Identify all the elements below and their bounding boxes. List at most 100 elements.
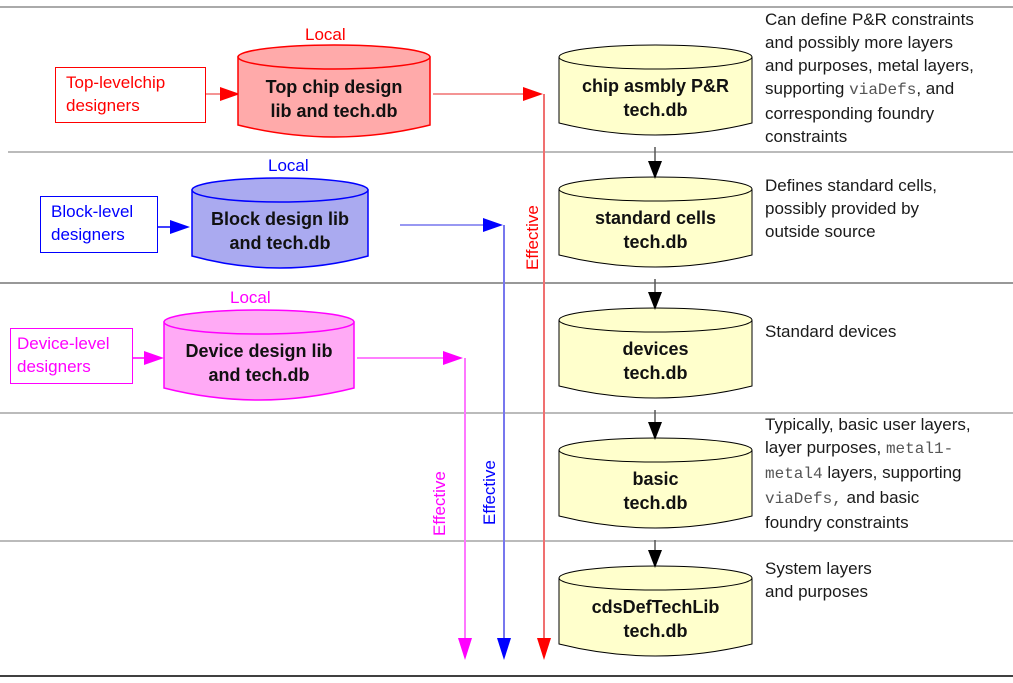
- cylinder-label-line2: and tech.db: [208, 365, 309, 385]
- cylinder-label-line1: cdsDefTechLib: [592, 597, 720, 617]
- note-text: and possibly more layers: [765, 33, 954, 52]
- stack-cylinder-standard-cells[interactable]: standard cells tech.db: [558, 176, 753, 268]
- device-designers-line2: designers: [17, 357, 91, 376]
- cylinder-body: [191, 189, 369, 269]
- cylinder-label-line1: chip asmbly P&R: [582, 76, 729, 96]
- note-line: layer purposes, metal1-: [765, 436, 1013, 461]
- note-text: supporting: [765, 79, 850, 98]
- note-line: metal4 layers, supporting: [765, 461, 1013, 486]
- note-line: and purposes: [765, 580, 1013, 603]
- note-standard-cells: Defines standard cells, possibly provided…: [765, 174, 1013, 243]
- note-text: corresponding foundry: [765, 104, 935, 123]
- top-level-designers-box[interactable]: Top-levelchip designers: [55, 67, 206, 123]
- top-chip-design-lib-cylinder[interactable]: Top chip design lib and tech.db: [237, 44, 431, 138]
- cylinder-body: [237, 56, 431, 138]
- note-line: and purposes, metal layers,: [765, 54, 1013, 77]
- cylinder-label-line2: tech.db: [623, 363, 687, 383]
- note-text: and purposes: [765, 582, 869, 601]
- cylinder-label-line1: devices: [622, 339, 688, 359]
- cylinder-label-line2: tech.db: [623, 621, 687, 641]
- arrow-head-device-down: [458, 638, 472, 660]
- note-text: possibly provided by: [765, 199, 920, 218]
- cylinder-label-line2: lib and tech.db: [270, 101, 397, 121]
- note-line: possibly provided by: [765, 197, 1013, 220]
- note-code-token: viaDefs: [849, 81, 917, 99]
- stack-cylinder-chip-asmbly[interactable]: chip asmbly P&R tech.db: [558, 44, 753, 136]
- cylinder-top: [558, 307, 753, 333]
- note-code-token: viaDefs,: [765, 490, 842, 508]
- note-code-token: metal1-: [885, 440, 954, 458]
- arrow-top-designer-to-lib: [205, 87, 240, 101]
- note-text: and purposes, metal layers,: [765, 56, 974, 75]
- cylinder-top: [237, 44, 431, 70]
- device-level-designers-box[interactable]: Device-level designers: [10, 328, 133, 384]
- note-code-token: metal4: [765, 465, 823, 483]
- note-line: outside source: [765, 220, 1013, 243]
- note-line: Standard devices: [765, 320, 1013, 343]
- cylinder-label-line1: Top chip design: [266, 77, 403, 97]
- note-text: Typically, basic user layers,: [765, 415, 971, 434]
- cylinder-label-line2: tech.db: [623, 232, 687, 252]
- note-text: layers, supporting: [822, 463, 962, 482]
- note-text: Standard devices: [765, 322, 897, 341]
- cylinder-top: [558, 176, 753, 202]
- note-text: , and: [916, 79, 955, 98]
- cylinder-body: [558, 449, 753, 529]
- block-level-designers-box[interactable]: Block-level designers: [40, 196, 158, 253]
- block-designers-line2: designers: [51, 225, 125, 244]
- note-text: Can define P&R constraints: [765, 10, 974, 29]
- stack-arrow-head: [648, 422, 662, 440]
- arrow-head-block-down: [497, 638, 511, 660]
- device-designers-line1: Device-level: [17, 334, 110, 353]
- cylinder-label-line1: standard cells: [595, 208, 716, 228]
- local-label-top: Local: [305, 25, 346, 44]
- note-line: System layers: [765, 557, 1013, 580]
- arrow-head-top-down: [537, 638, 551, 660]
- cylinder-body: [558, 188, 753, 268]
- cylinder-label-line2: tech.db: [623, 100, 687, 120]
- note-line: foundry constraints: [765, 511, 1013, 534]
- cylinder-body: [163, 321, 355, 401]
- arrow-head-top-horizontal: [523, 87, 543, 101]
- note-text: System layers: [765, 559, 872, 578]
- note-line: Typically, basic user layers,: [765, 413, 1013, 436]
- effective-path-block: [400, 218, 511, 660]
- note-text: Defines standard cells,: [765, 176, 937, 195]
- cylinder-top: [191, 177, 369, 203]
- stack-cylinder-devices[interactable]: devices tech.db: [558, 307, 753, 399]
- device-design-lib-cylinder[interactable]: Device design lib and tech.db: [163, 309, 355, 401]
- stack-arrow-head: [648, 161, 662, 179]
- cylinder-label-line2: and tech.db: [229, 233, 330, 253]
- note-line: Can define P&R constraints: [765, 8, 1013, 31]
- note-line: viaDefs, and basic: [765, 486, 1013, 511]
- note-text: constraints: [765, 127, 848, 146]
- block-designers-line1: Block-level: [51, 202, 134, 221]
- note-line: supporting viaDefs, and: [765, 77, 1013, 102]
- note-line: Defines standard cells,: [765, 174, 1013, 197]
- stack-cylinder-cdsdeftechlib[interactable]: cdsDefTechLib tech.db: [558, 565, 753, 657]
- note-devices: Standard devices: [765, 320, 1013, 343]
- note-line: corresponding foundry: [765, 102, 1013, 125]
- stack-arrow-head: [648, 550, 662, 568]
- cylinder-label-line1: basic: [632, 469, 678, 489]
- note-chip-asmbly: Can define P&R constraints and possibly m…: [765, 8, 1013, 148]
- local-label-device: Local: [230, 288, 271, 307]
- top-designers-line2: designers: [66, 96, 140, 115]
- note-line: and possibly more layers: [765, 31, 1013, 54]
- stack-arrows: [648, 147, 662, 568]
- arrow-head-device-horizontal: [443, 351, 463, 365]
- cylinder-top: [558, 437, 753, 463]
- effective-label-device: Effective: [430, 471, 449, 536]
- note-text: foundry constraints: [765, 513, 909, 532]
- local-label-block: Local: [268, 156, 309, 175]
- cylinder-label-line2: tech.db: [623, 493, 687, 513]
- cylinder-label-line1: Device design lib: [185, 341, 332, 361]
- effective-path-top: [433, 87, 551, 660]
- cylinder-body: [558, 319, 753, 399]
- stack-cylinder-basic[interactable]: basic tech.db: [558, 437, 753, 529]
- cylinder-top: [558, 565, 753, 591]
- cylinder-top: [163, 309, 355, 335]
- note-line: constraints: [765, 125, 1013, 148]
